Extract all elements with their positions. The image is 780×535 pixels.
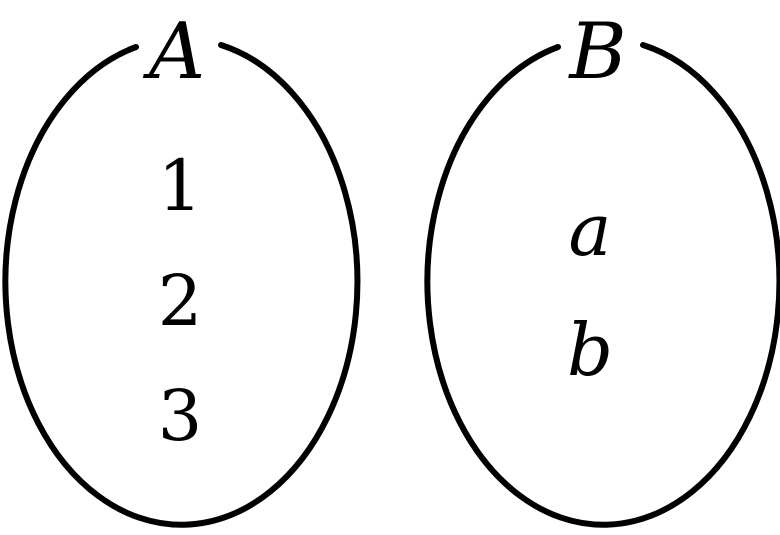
set-a-label: A: [143, 7, 205, 97]
set-b: B a b: [424, 7, 780, 528]
set-a-element-3: 3: [158, 375, 203, 457]
set-b-element-a: a: [569, 188, 612, 272]
set-b-label: B: [567, 7, 626, 97]
set-a-element-1: 1: [158, 145, 203, 227]
set-a: A 1 2 3: [2, 7, 361, 528]
set-a-element-2: 2: [158, 260, 203, 342]
set-b-element-b: b: [567, 308, 613, 392]
set-a-outline: [2, 42, 361, 528]
set-b-outline: [424, 42, 780, 528]
